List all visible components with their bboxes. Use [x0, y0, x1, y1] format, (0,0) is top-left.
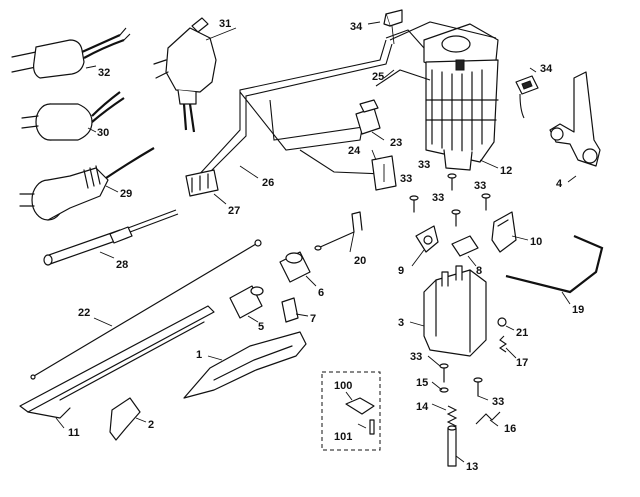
label-9: 9 — [398, 265, 404, 277]
label-24: 24 — [348, 145, 361, 157]
part-12-motor — [423, 23, 499, 171]
part-34-clip-top — [383, 9, 403, 45]
label-34-top: 34 — [350, 21, 363, 33]
label-101: 101 — [334, 431, 352, 443]
part-23-switch — [355, 99, 381, 135]
part-22-long-rod — [30, 239, 262, 380]
part-24-capacitor — [371, 155, 397, 191]
part-2-clamp — [109, 397, 141, 441]
part-kit-box — [321, 371, 381, 451]
label-33-lower-left: 33 — [410, 351, 422, 363]
label-26: 26 — [262, 177, 274, 189]
leader-lines — [55, 21, 577, 463]
part-29-schuko-plug — [19, 147, 155, 221]
label-30: 30 — [97, 127, 109, 139]
label-1: 1 — [196, 349, 202, 361]
label-7: 7 — [310, 313, 316, 325]
label-3: 3 — [398, 317, 404, 329]
label-21: 21 — [516, 327, 528, 339]
label-8: 8 — [476, 265, 482, 277]
label-15: 15 — [416, 377, 428, 389]
label-13: 13 — [466, 461, 478, 473]
part-10-trigger — [491, 211, 517, 253]
part-11-handle-rail — [19, 305, 215, 419]
part-27-connector-block — [185, 169, 219, 197]
label-28: 28 — [116, 259, 128, 271]
part-21-washer — [497, 317, 507, 327]
part-labels: 31 32 30 29 28 27 26 34 25 23 24 12 34 4… — [68, 18, 584, 473]
part-34-brush — [515, 75, 539, 119]
label-31: 31 — [219, 18, 231, 30]
label-17: 17 — [516, 357, 528, 369]
part-32-euro-plug — [11, 27, 131, 79]
part-5-sleeve — [229, 285, 264, 319]
label-33-right: 33 — [474, 180, 486, 192]
label-100: 100 — [334, 380, 352, 392]
label-29: 29 — [120, 188, 132, 200]
label-14: 14 — [416, 401, 429, 413]
part-31-uk-plug — [153, 17, 217, 133]
part-19-bail — [505, 234, 604, 294]
label-33-mid: 33 — [432, 192, 444, 204]
label-11: 11 — [68, 427, 80, 439]
label-34-right: 34 — [540, 63, 553, 75]
label-23: 23 — [390, 137, 402, 149]
part-17-spring — [499, 335, 507, 353]
part-28-cable-sleeve — [43, 209, 179, 266]
part-1-handle — [183, 331, 307, 399]
part-8-bracket — [451, 235, 479, 257]
label-5: 5 — [258, 321, 264, 333]
part-20-rod — [314, 211, 363, 251]
part-4-lever — [549, 71, 601, 167]
label-32: 32 — [98, 67, 110, 79]
label-4: 4 — [556, 178, 563, 190]
part-14-spring — [446, 405, 458, 431]
label-20: 20 — [354, 255, 366, 267]
label-16: 16 — [504, 423, 516, 435]
part-6-cap — [279, 251, 311, 283]
label-27: 27 — [228, 205, 240, 217]
part-16-spring-clip — [475, 411, 501, 425]
part-33-screws — [409, 173, 491, 397]
label-2: 2 — [148, 419, 154, 431]
label-6: 6 — [318, 287, 324, 299]
label-33-left: 33 — [400, 173, 412, 185]
part-15-ring — [439, 387, 449, 393]
label-33-motor: 33 — [418, 159, 430, 171]
part-30-round-plug — [21, 91, 125, 141]
label-12: 12 — [500, 165, 512, 177]
label-19: 19 — [572, 304, 584, 316]
part-13-pin — [447, 425, 457, 467]
part-7-clip — [281, 297, 299, 323]
part-9-cam — [415, 225, 439, 253]
label-10: 10 — [530, 236, 542, 248]
part-3-housing — [423, 265, 487, 357]
label-25: 25 — [372, 71, 384, 83]
label-33-lower-right: 33 — [492, 396, 504, 408]
label-22: 22 — [78, 307, 90, 319]
